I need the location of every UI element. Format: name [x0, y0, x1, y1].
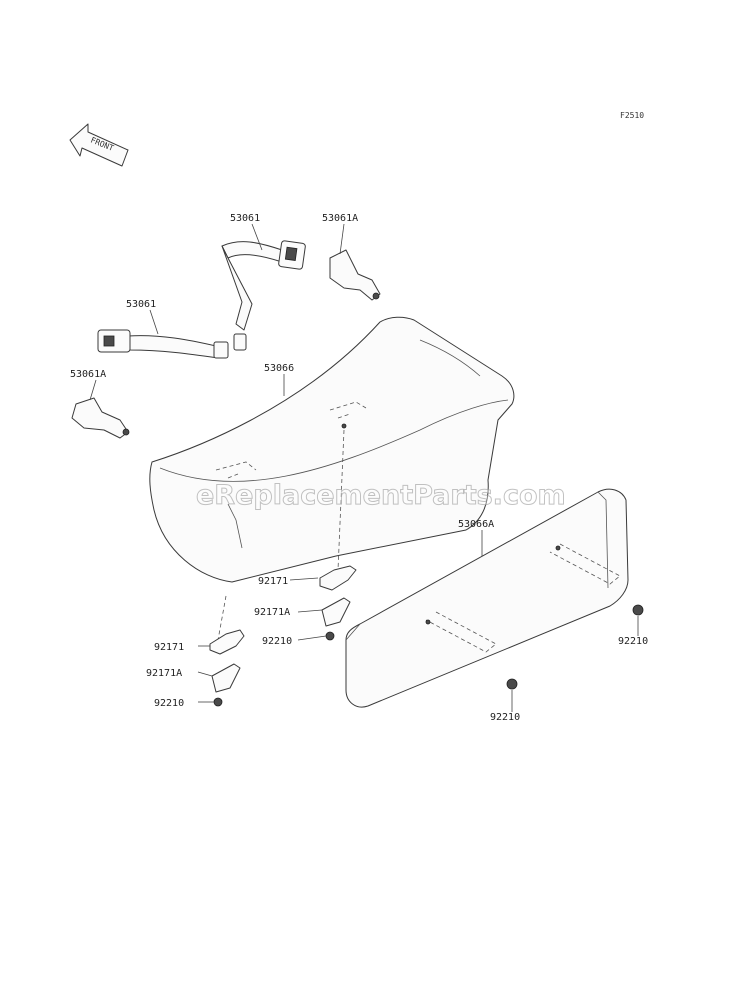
callout-buckle-lower: 53061A — [70, 369, 106, 380]
nut-right-bottom-icon — [506, 678, 518, 690]
callout-nut-left: 92210 — [154, 698, 184, 709]
bracket-set-left — [209, 595, 245, 707]
nut-right-top-icon — [632, 604, 644, 616]
callout-bracket-a-mid: 92171A — [254, 607, 290, 618]
bracket-set-middle — [319, 429, 357, 641]
callout-belt-lower: 53061 — [126, 299, 156, 310]
callout-belt-upper: 53061 — [230, 213, 260, 224]
front-arrow-icon: FRONT — [69, 123, 129, 167]
figure-code: F2510 — [620, 111, 644, 120]
callout-buckle-upper: 53061A — [322, 213, 358, 224]
buckle-lower — [71, 397, 130, 439]
seat-belt-upper — [221, 240, 306, 351]
leader-lines — [89, 223, 639, 712]
seat-back — [345, 488, 629, 708]
callout-bracket-left: 92171 — [154, 642, 184, 653]
seat-belt-lower — [97, 329, 229, 359]
buckle-upper — [329, 249, 381, 301]
watermark: eReplacementParts.com — [196, 480, 566, 511]
seat-cushion — [149, 316, 515, 583]
callout-seat: 53066 — [264, 363, 294, 374]
callout-nut-mid: 92210 — [262, 636, 292, 647]
callout-nut-right-top: 92210 — [618, 636, 648, 647]
callout-nut-right-bottom: 92210 — [490, 712, 520, 723]
callout-seat-back: 53066A — [458, 519, 494, 530]
callout-bracket-mid: 92171 — [258, 576, 288, 587]
callout-bracket-a-left: 92171A — [146, 668, 182, 679]
